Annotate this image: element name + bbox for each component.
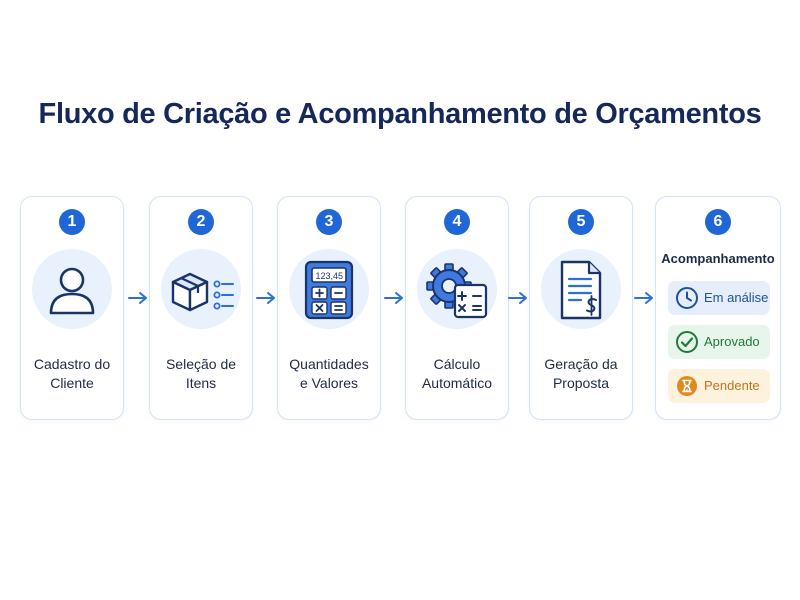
status-badge-em-analise: Em análise (668, 281, 770, 315)
status-label: Aprovado (704, 334, 760, 349)
arrow-right-icon (634, 292, 653, 304)
check-circle-icon (676, 331, 698, 353)
step-number-badge: 2 (188, 209, 214, 235)
step-number-badge: 4 (444, 209, 470, 235)
page-title: Fluxo de Criação e Acompanhamento de Orç… (38, 98, 762, 130)
status-badge-aprovado: Aprovado (668, 325, 770, 359)
arrow-right-icon (256, 292, 275, 304)
step-number-badge: 6 (705, 209, 731, 235)
document-dollar-icon (541, 249, 621, 329)
status-label: Pendente (704, 378, 760, 393)
step-card-calculo: 4 Cá (405, 196, 509, 420)
arrow-right-icon (508, 292, 527, 304)
arrow-right-icon (128, 292, 147, 304)
hourglass-icon (677, 376, 697, 396)
box-list-icon (161, 249, 241, 329)
user-icon (32, 249, 112, 329)
status-badge-pendente: Pendente (668, 369, 770, 403)
gear-calculator-icon (417, 249, 497, 329)
calculator-icon: 123,45 (289, 249, 369, 329)
step-number-badge: 1 (59, 209, 85, 235)
tracking-title: Acompanhamento (661, 251, 775, 266)
calculator-display: 123,45 (315, 271, 343, 281)
arrow-right-icon (384, 292, 403, 304)
status-label: Em análise (704, 290, 769, 305)
step-number-badge: 5 (568, 209, 594, 235)
step-card-acompanhamento: 6 Acompanhamento Em análise Aprovado Pen… (655, 196, 781, 420)
clock-icon (676, 287, 698, 309)
step-number-badge: 3 (316, 209, 342, 235)
